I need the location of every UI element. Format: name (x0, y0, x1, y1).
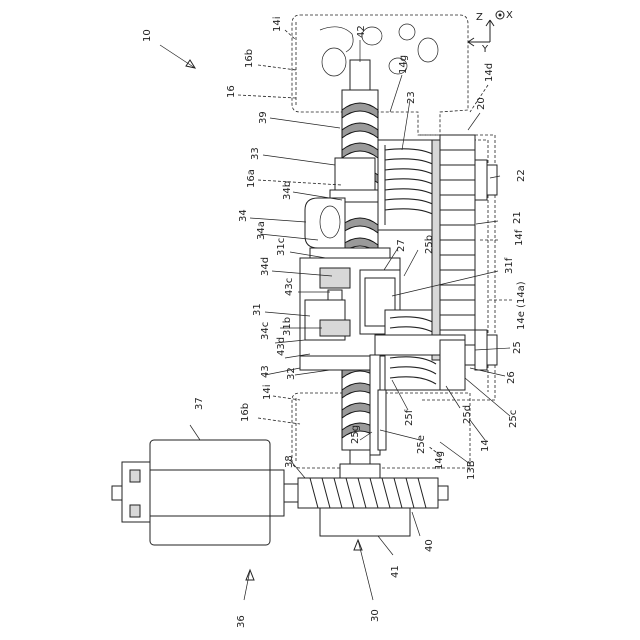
label-25d: 25d (462, 405, 473, 424)
label-25: 25 (512, 341, 523, 354)
label-21: 21 (512, 211, 523, 224)
label-16a: 16a (246, 169, 257, 188)
axes-icon: Z Y X (468, 10, 513, 55)
label-38: 38 (284, 455, 295, 468)
label-10: 10 (142, 29, 153, 42)
label-30: 30 (370, 609, 381, 622)
label-14e: 14e (14a) (516, 281, 527, 330)
label-14g-top: 14g (398, 55, 409, 74)
label-14d: 14d (484, 63, 495, 82)
label-13B: 13B (466, 460, 477, 480)
gear-40 (298, 464, 448, 536)
spring-23 (378, 140, 438, 230)
label-20: 20 (476, 97, 487, 110)
label-34a: 34a (256, 221, 267, 240)
label-39: 39 (258, 111, 269, 124)
label-26: 26 (506, 371, 517, 384)
label-31c: 31c (276, 238, 287, 256)
label-23: 23 (406, 91, 417, 104)
label-43d: 43d (276, 337, 287, 356)
label-40: 40 (424, 539, 435, 552)
label-27: 27 (396, 239, 407, 252)
label-16b-top: 16b (244, 49, 255, 68)
label-34: 34 (238, 209, 249, 222)
label-36: 36 (236, 615, 247, 628)
label-31: 31 (252, 303, 263, 316)
axis-x-label: X (506, 10, 513, 21)
label-31f: 31f (504, 257, 515, 274)
label-14i-bot: 14i (262, 384, 273, 400)
label-32: 32 (286, 367, 297, 380)
label-43: 43 (260, 365, 271, 378)
motor-37 (112, 440, 298, 545)
label-34b: 34b (282, 181, 293, 200)
label-14g-bot: 14g (434, 451, 445, 470)
label-41: 41 (390, 565, 401, 578)
label-34c: 34c (260, 322, 271, 340)
label-25e: 25e (416, 435, 427, 454)
label-25f: 25f (404, 409, 415, 426)
label-16b-bot: 16b (240, 403, 251, 422)
label-14: 14 (480, 439, 491, 452)
label-37: 37 (194, 397, 205, 410)
axis-y-label: Y (481, 44, 489, 55)
label-43c: 43c (284, 278, 295, 296)
axis-z-label: Z (476, 12, 483, 23)
label-16: 16 (226, 85, 237, 98)
label-42: 42 (356, 25, 367, 38)
label-22: 22 (516, 169, 527, 182)
label-14f: 14f (514, 229, 525, 246)
label-34d: 34d (260, 257, 271, 276)
label-33: 33 (250, 147, 261, 160)
label-14i-top: 14i (272, 16, 283, 32)
housing-holes (320, 24, 438, 76)
label-25g: 25g (350, 425, 361, 444)
label-25c: 25c (508, 410, 519, 428)
label-25b: 25b (424, 235, 435, 254)
label-31b: 31b (282, 317, 293, 336)
